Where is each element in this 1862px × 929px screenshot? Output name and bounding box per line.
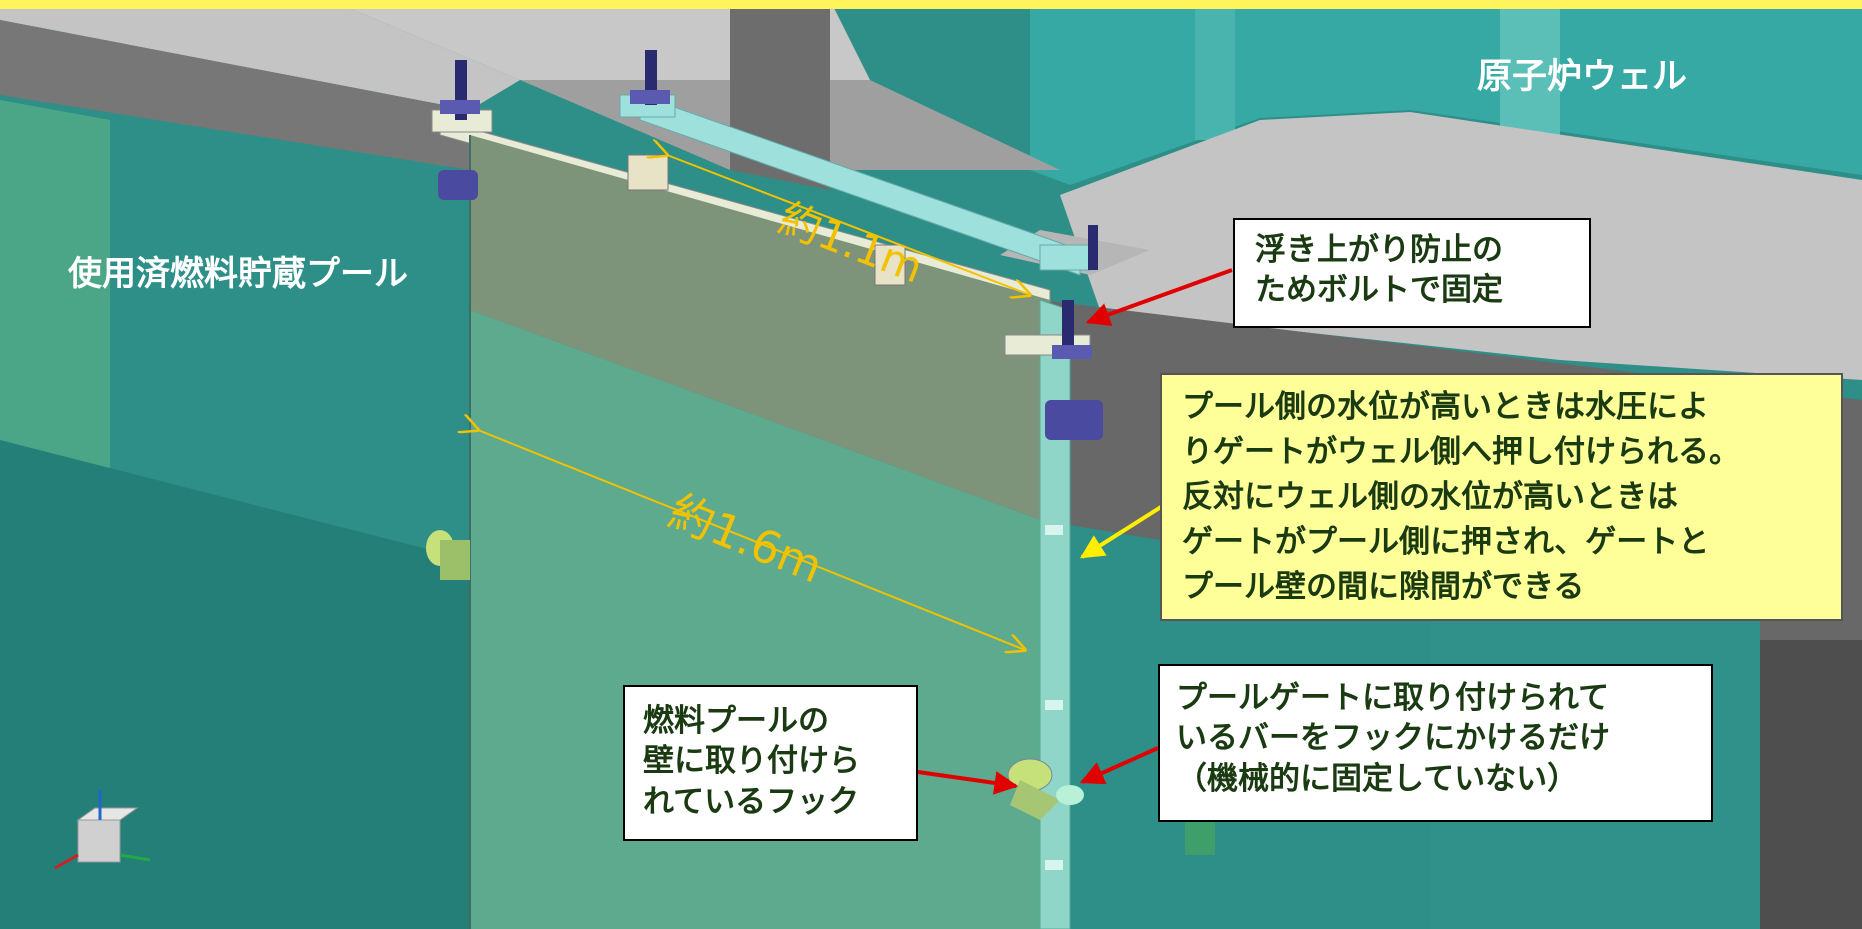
hook-right: [1007, 758, 1084, 820]
height-dimension-arrow: [478, 430, 1025, 650]
top-band: [0, 0, 1862, 9]
pressure-callout-line-3: 反対にウェル側の水位が高いときは: [1182, 478, 1678, 515]
bolt-callout-line-1: 浮き上がり防止の: [1255, 232, 1503, 268]
pressure-callout-line-1: プール側の水位が高いときは水圧によ: [1182, 389, 1709, 425]
bolt-clamp-right: [1004, 225, 1103, 440]
pressure-callout-line-2: りゲートがウェル側へ押し付けられる。: [1182, 433, 1740, 470]
bar-callout-line-3: （機械的に固定していない）: [1176, 760, 1579, 797]
hook-callout-arrow: [917, 770, 1019, 795]
bolt-clamp-left: [431, 60, 493, 200]
bar-callout-line-2: いるバーをフックにかけるだけ: [1176, 720, 1610, 757]
pressure-callout: プール側の水位が高いときは水圧によ りゲートがウェル側へ押し付けられる。 反対に…: [1160, 373, 1843, 621]
bar-callout-line-1: プールゲートに取り付けられて: [1176, 680, 1610, 716]
pressure-callout-line-5: プール壁の間に隙間ができる: [1182, 568, 1585, 605]
pool-wall-left: [0, 100, 110, 470]
reactor-well-water: [1030, 0, 1862, 185]
axis-triad-icon: [54, 790, 151, 870]
pool-top-surface: [0, 0, 520, 110]
bar-callout-arrow: [1079, 746, 1159, 785]
hook-callout: 燃料プールの 壁に取り付けら れているフック: [623, 685, 918, 841]
hook-callout-line-1: 燃料プールの: [643, 703, 829, 739]
bar-callout: プールゲートに取り付けられて いるバーをフックにかけるだけ （機械的に固定してい…: [1158, 664, 1713, 822]
pressure-callout-line-4: ゲートがプール側に押され、ゲートと: [1182, 523, 1710, 560]
pressure-callout-arrow: [1079, 498, 1174, 559]
bolt-callout: 浮き上がり防止の ためボルトで固定: [1233, 218, 1591, 328]
pool-wall-face: [0, 20, 470, 170]
bolt-callout-arrow: [1085, 268, 1233, 326]
spent-fuel-pool-label: 使用済燃料貯蔵プール: [68, 254, 408, 294]
hook-callout-line-3: れているフック: [643, 783, 860, 820]
bolt-callout-line-2: ためボルトで固定: [1255, 272, 1503, 309]
hook-callout-line-2: 壁に取り付けら: [643, 743, 860, 780]
width-dimension-arrow: [667, 155, 1030, 295]
gate-side-frame: [1039, 299, 1071, 929]
reactor-well-label: 原子炉ウェル: [1477, 57, 1688, 97]
